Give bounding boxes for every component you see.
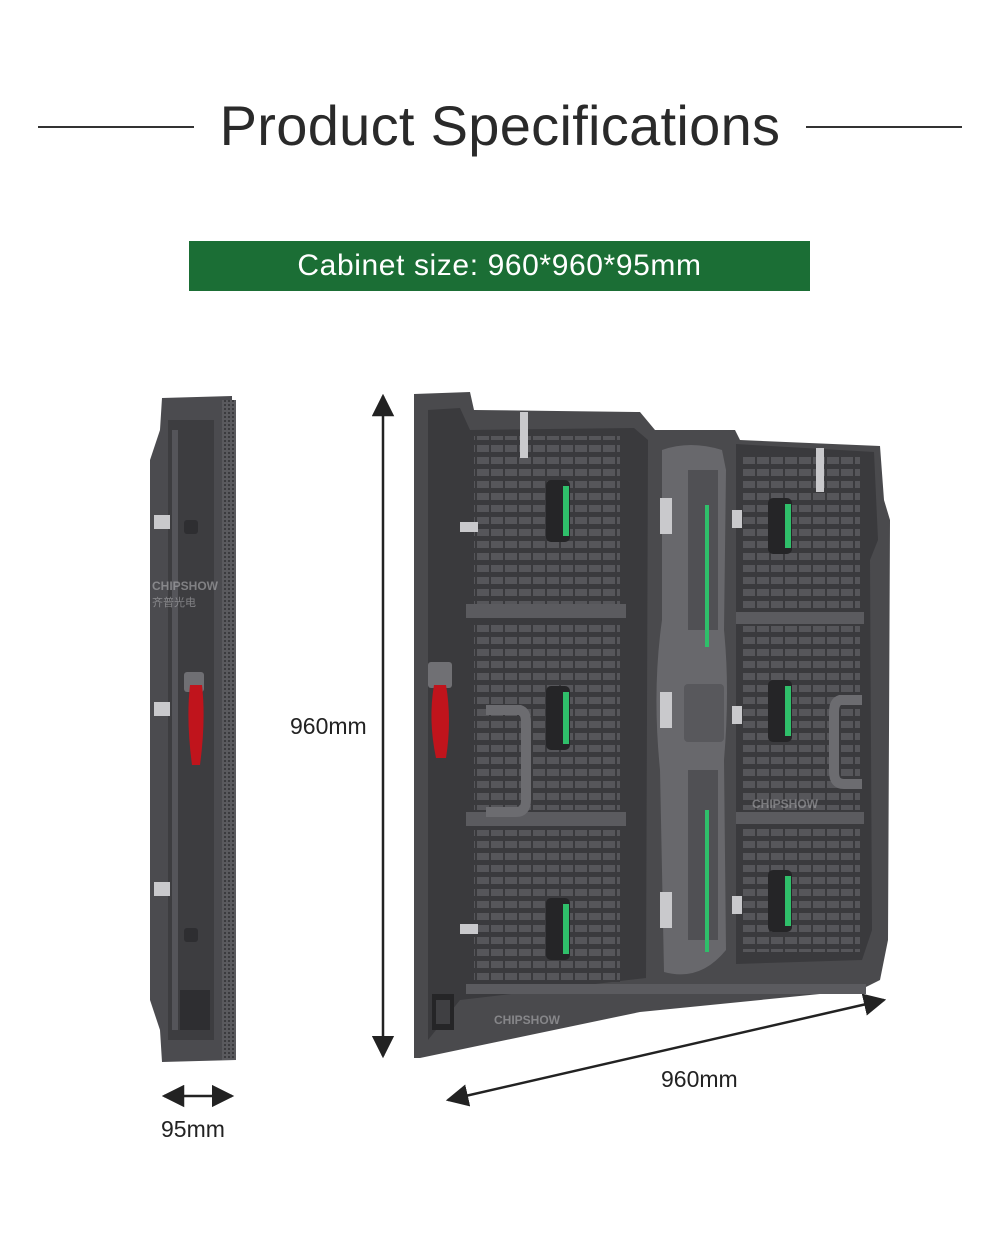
heading-divider-right bbox=[806, 126, 962, 128]
central-power-box bbox=[656, 445, 727, 975]
red-lock-lever bbox=[428, 662, 452, 758]
cabinet-size-banner: Cabinet size: 960*960*95mm bbox=[189, 241, 810, 291]
module-handles bbox=[546, 480, 792, 960]
page-title: Product Specifications bbox=[219, 94, 781, 157]
watermark-bottom: CHIPSHOW bbox=[494, 1013, 561, 1027]
depth-dimension-label: 95mm bbox=[161, 1116, 225, 1142]
panel-right-bottom bbox=[742, 826, 860, 952]
watermark-side-cn: 齐普光电 bbox=[152, 595, 196, 609]
panel-right-top bbox=[742, 452, 860, 610]
side-red-handle bbox=[184, 672, 204, 765]
page-heading: Product Specifications bbox=[0, 88, 1000, 168]
cabinet-side-view bbox=[150, 396, 236, 1062]
cabinet-rear-view bbox=[414, 392, 890, 1058]
carry-handle-left bbox=[486, 705, 531, 817]
width-dimension-label: 960mm bbox=[661, 1066, 738, 1092]
watermark-right: CHIPSHOW bbox=[752, 797, 819, 811]
height-dimension-label: 960mm bbox=[290, 713, 367, 739]
width-dimension-arrow bbox=[445, 993, 887, 1107]
heading-divider-left bbox=[38, 126, 194, 128]
watermark-side: CHIPSHOW bbox=[152, 579, 219, 593]
carry-handle-right bbox=[829, 695, 862, 789]
